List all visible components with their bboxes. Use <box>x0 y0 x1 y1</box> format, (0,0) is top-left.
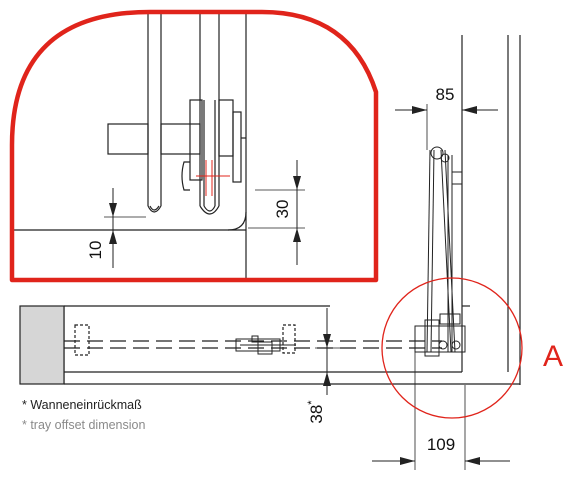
detail-callout-circle <box>381 277 523 419</box>
door-outline-dashed <box>64 340 442 349</box>
fitting-brackets <box>74 324 296 356</box>
dimension-label-38: 38* <box>306 400 326 424</box>
dimension-label-10: 10 <box>86 241 105 260</box>
wall-section <box>19 305 65 385</box>
dimension-10 <box>104 188 146 268</box>
detail-view <box>12 12 247 280</box>
dimension-38 <box>315 308 340 395</box>
detail-view-frame <box>9 9 379 283</box>
detail-callout-label: A <box>543 340 563 373</box>
dimension-label-30: 30 <box>273 200 292 219</box>
cabinet-side-wall <box>461 35 521 385</box>
dimension-label-85: 85 <box>436 85 455 104</box>
dimension-109 <box>372 352 510 470</box>
footnote-german: * Wanneneinrückmaß <box>22 398 142 412</box>
dimension-30 <box>248 160 305 265</box>
hinge-mechanism <box>235 335 296 355</box>
folded-door <box>414 146 466 357</box>
dimension-85 <box>395 104 498 150</box>
footnote-english: * tray offset dimension <box>22 418 146 432</box>
dimension-label-109: 109 <box>427 435 455 454</box>
